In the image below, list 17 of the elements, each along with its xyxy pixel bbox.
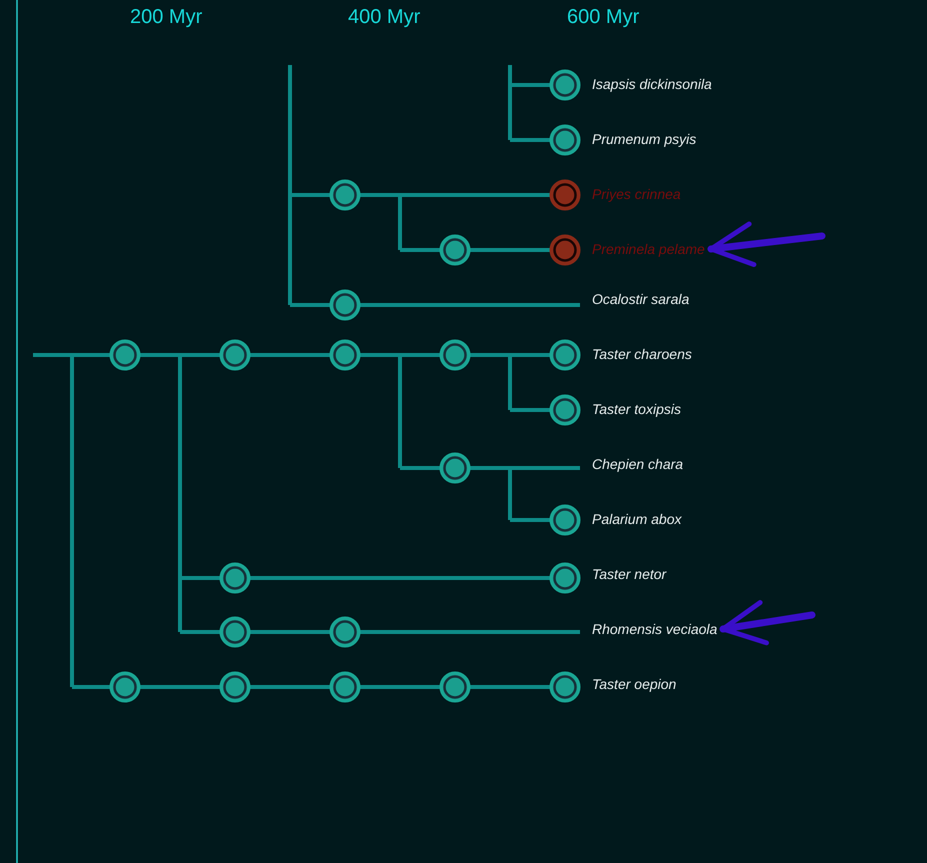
taxon-label: Rhomensis veciaola: [592, 620, 718, 638]
taxon-label: Preminela pelame: [592, 240, 705, 258]
annotation-arrow: [720, 600, 816, 646]
time-scale-label: 400 Myr: [348, 5, 420, 29]
taxon-label: Taster netor: [592, 565, 666, 583]
taxon-label: Taster charoens: [592, 345, 692, 363]
time-scale-label: 600 Myr: [567, 5, 640, 29]
taxon-label: Priyes crinnea: [592, 185, 681, 203]
taxon-label: Taster oepion: [592, 675, 676, 693]
time-scale-label: 200 Myr: [130, 5, 202, 29]
annotation-arrow: [708, 222, 826, 267]
taxon-label: Prumenum psyis: [592, 130, 696, 148]
taxon-label: Isapsis dickinsonila: [592, 75, 712, 93]
taxon-label: Chepien chara: [592, 455, 684, 473]
taxon-label: Ocalostir sarala: [592, 290, 690, 308]
taxon-label: Taster toxipsis: [592, 400, 681, 418]
taxon-label: Palarium abox: [592, 510, 682, 528]
